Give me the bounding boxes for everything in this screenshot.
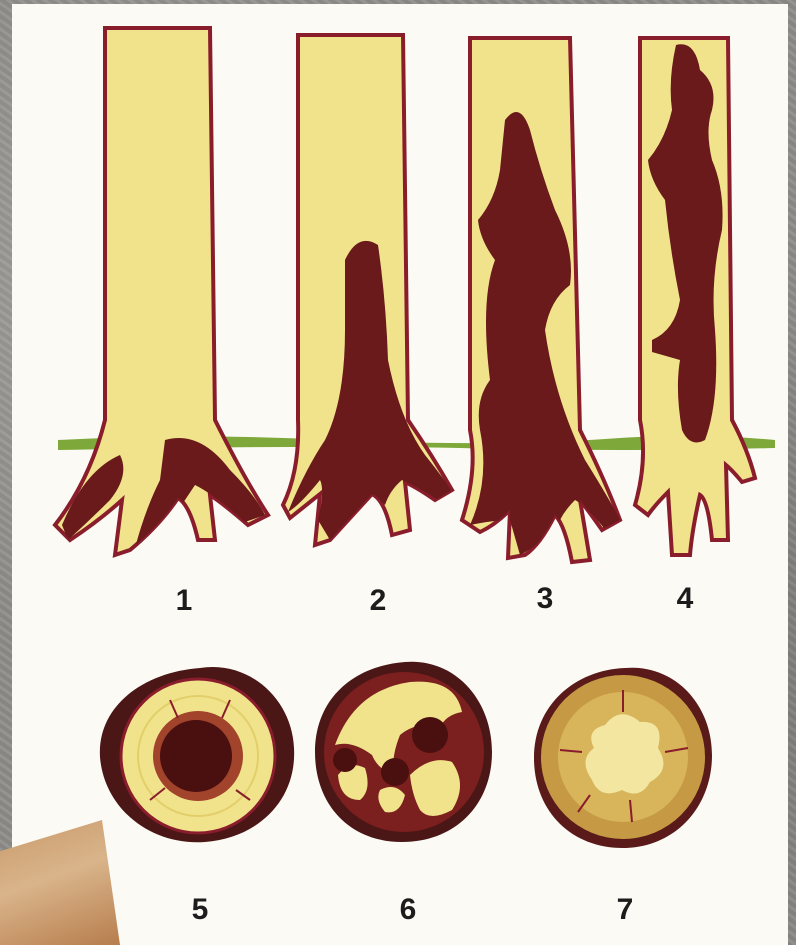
trunk-2	[283, 35, 452, 545]
label-7: 7	[605, 893, 645, 927]
cross-section-5	[100, 667, 294, 842]
trunk-4	[635, 38, 755, 555]
trunk-3	[462, 38, 620, 562]
trunk-1	[55, 28, 268, 555]
label-6: 6	[388, 893, 428, 927]
label-2: 2	[358, 584, 398, 618]
label-4: 4	[665, 582, 705, 616]
label-1: 1	[164, 584, 204, 618]
cross-section-6	[315, 662, 492, 842]
cross-section-7	[534, 668, 712, 848]
label-5: 5	[180, 893, 220, 927]
label-3: 3	[525, 582, 565, 616]
